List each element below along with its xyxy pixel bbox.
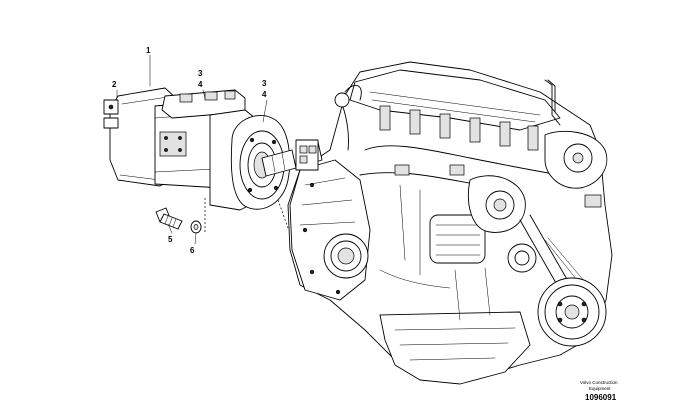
pump-mount-flange [323, 233, 369, 279]
mounting-bolt [155, 207, 183, 230]
callout-6: 6 [190, 246, 195, 255]
callout-1: 1 [146, 46, 151, 55]
credit-line-2: Equipment [589, 386, 611, 391]
callout-3-upper-right: 3 [262, 79, 267, 88]
washer [190, 220, 202, 234]
crank-pulley [537, 277, 607, 347]
injector-row [379, 105, 539, 151]
callout-5: 5 [168, 235, 173, 244]
callout-4-upper-left: 4 [198, 80, 203, 89]
engine-assembly [287, 61, 613, 385]
credit-line-1: Volvo Construction [580, 380, 618, 385]
figure-credit: Volvo Construction Equipment 1096091 [580, 380, 618, 402]
callout-4-upper-right: 4 [262, 90, 267, 99]
hydraulic-pump-assembly [103, 87, 319, 232]
leader-lines [116, 54, 268, 245]
figure-number: 1096091 [585, 393, 617, 402]
callout-2: 2 [112, 80, 117, 89]
callout-3-upper-left: 3 [198, 69, 203, 78]
